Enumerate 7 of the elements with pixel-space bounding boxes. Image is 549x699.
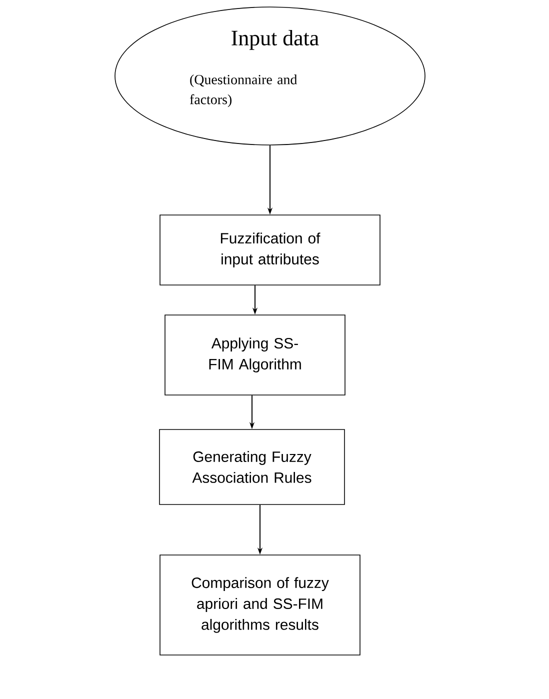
ellipse-heading: Input data xyxy=(232,30,319,50)
process-box: Applying SS-FIM Algorithm xyxy=(164,314,346,396)
input-ellipse xyxy=(114,6,426,146)
process-box: Generating Fuzzy Association Rules xyxy=(159,429,345,505)
process-box: Fuzzification of input attributes xyxy=(160,214,380,286)
process-box: Comparison of fuzzy apriori and SS-FIM algorithms results xyxy=(160,554,360,656)
ellipse-subtext: (Questionnaire and factors) xyxy=(190,74,298,108)
